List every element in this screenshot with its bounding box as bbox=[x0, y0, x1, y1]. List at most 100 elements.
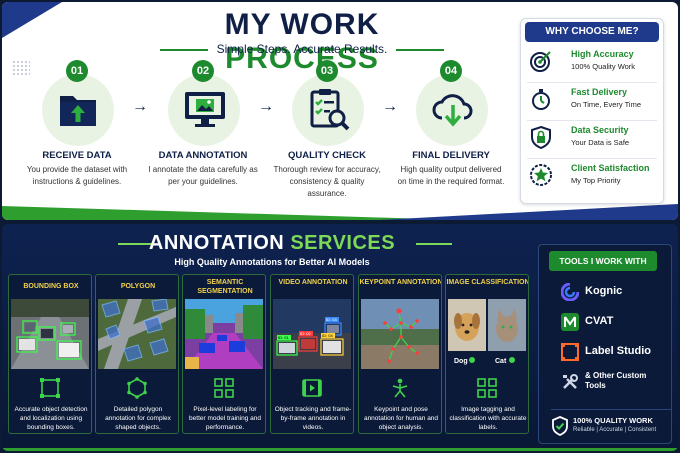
why-item-delivery: Fast Delivery On Time, Every Time bbox=[527, 83, 657, 121]
why-item-desc: 100% Quality Work bbox=[571, 62, 636, 71]
step-description: I annotate the data carefully as per you… bbox=[148, 165, 258, 186]
stopwatch-icon bbox=[532, 89, 550, 110]
arrow-right-icon: → bbox=[132, 98, 148, 115]
step-description: High quality output delivered on time in… bbox=[397, 165, 505, 186]
star-badge-icon bbox=[530, 164, 552, 186]
services-title-part-1: ANNOTATION bbox=[148, 232, 291, 254]
tool-name: Label Studio bbox=[585, 345, 651, 357]
bounding-box-icon bbox=[40, 378, 60, 398]
lock-shield-icon bbox=[531, 125, 551, 149]
dot-pattern bbox=[12, 60, 30, 76]
tool-cvat: CVAT bbox=[561, 311, 671, 333]
tool-other: & Other Custom Tools bbox=[561, 371, 671, 393]
grid-icon bbox=[214, 378, 234, 398]
why-item-desc: Your Data is Safe bbox=[571, 138, 630, 147]
traffic-photo-image bbox=[11, 299, 89, 369]
why-item-title: High Accuracy bbox=[571, 49, 634, 59]
label-studio-logo-icon bbox=[561, 343, 579, 361]
why-item-title: Data Security bbox=[571, 125, 629, 135]
quality-guarantee: 100% QUALITY WORK Reliable | Accurate | … bbox=[551, 409, 671, 439]
runner-pose-image bbox=[361, 299, 439, 369]
why-item-desc: On Time, Every Time bbox=[571, 100, 642, 109]
title-part-2: PROCESS bbox=[225, 42, 379, 75]
why-item-satisfaction: Client Satisfaction My Top Priority bbox=[527, 159, 657, 197]
card-polygon: POLYGON Detailed polygon annotation for … bbox=[95, 274, 179, 434]
tools-heading: TOOLS I WORK WITH bbox=[549, 251, 657, 271]
step-description: You provide the dataset with instruction… bbox=[26, 165, 128, 186]
video-id-label: ID: 01 bbox=[278, 335, 289, 340]
film-play-icon bbox=[302, 379, 322, 397]
tools-box: TOOLS I WORK WITH Kognic CVAT Label Stud… bbox=[538, 244, 672, 444]
card-description: Accurate object detection and localizati… bbox=[14, 406, 88, 431]
cat-label: Cat bbox=[495, 358, 507, 365]
why-item-title: Client Satisfaction bbox=[571, 163, 650, 173]
card-semantic-segmentation: SEMANTIC SEGMENTATION Pixel-level labeli… bbox=[182, 274, 266, 434]
card-keypoint-annotation: KEYPOINT ANNOTATION Keypoint and pose an… bbox=[358, 274, 442, 434]
grid-icon bbox=[477, 378, 497, 398]
hexagon-icon bbox=[127, 377, 147, 399]
step-number: 02 bbox=[192, 60, 214, 82]
stick-figure-icon bbox=[392, 378, 408, 398]
bottom-navy-stripe bbox=[378, 204, 678, 220]
step-receive-data: 01 RECEIVE DATA You provide the dataset … bbox=[22, 60, 132, 210]
arrow-right-icon: → bbox=[258, 98, 274, 115]
dog-label: Dog bbox=[454, 358, 468, 365]
tool-name: Kognic bbox=[585, 285, 623, 297]
step-icon-circle bbox=[292, 74, 364, 146]
step-number: 03 bbox=[316, 60, 338, 82]
video-id-label: ID: 03 bbox=[326, 317, 337, 322]
card-title: POLYGON bbox=[120, 283, 156, 290]
kognic-logo-icon bbox=[561, 283, 579, 301]
corner-decoration bbox=[2, 2, 62, 38]
why-item-title: Fast Delivery bbox=[571, 87, 628, 97]
monitor-image-icon bbox=[185, 92, 225, 127]
why-item-desc: My Top Priority bbox=[571, 176, 621, 185]
services-title-part-2: SERVICES bbox=[290, 232, 396, 254]
bottom-glow-line bbox=[2, 448, 678, 451]
subtitle-divider bbox=[396, 49, 444, 51]
wrench-screwdriver-icon bbox=[563, 374, 578, 389]
why-choose-me-box: WHY CHOOSE ME? High Accuracy 100% Qualit… bbox=[520, 18, 664, 204]
clipboard-check-icon bbox=[310, 89, 350, 131]
services-subtitle: High Quality Annotations for Better AI M… bbox=[174, 257, 370, 267]
shield-check-icon bbox=[552, 416, 568, 436]
step-description: Thorough review for accuracy, consistenc… bbox=[273, 165, 381, 198]
card-description: Detailed polygon annotation for complex … bbox=[105, 406, 171, 431]
why-item-security: Data Security Your Data is Safe bbox=[527, 121, 657, 159]
tool-name: CVAT bbox=[585, 315, 614, 327]
aerial-houses-image bbox=[98, 299, 176, 369]
dog-cat-image: Dog Cat bbox=[448, 299, 526, 369]
cloud-download-icon bbox=[432, 94, 473, 127]
video-frame-image: ID: 01 ID: 02 ID: 04 ID: 03 bbox=[273, 299, 351, 369]
guarantee-desc: Reliable | Accurate | Consistent bbox=[573, 427, 657, 433]
step-number: 04 bbox=[440, 60, 462, 82]
page-title: MY WORK PROCESS bbox=[162, 8, 442, 76]
cvat-logo-icon bbox=[561, 313, 579, 331]
why-item-accuracy: High Accuracy 100% Quality Work bbox=[527, 45, 657, 83]
card-description: Pixel-level labeling for better model tr… bbox=[189, 406, 261, 431]
card-title: IMAGE CLASSIFICATION bbox=[446, 279, 529, 286]
step-title: FINAL DELIVERY bbox=[412, 150, 490, 161]
card-title: BOUNDING BOX bbox=[23, 283, 79, 290]
why-heading: WHY CHOOSE ME? bbox=[525, 22, 659, 42]
step-title: QUALITY CHECK bbox=[288, 150, 366, 161]
folder-upload-icon bbox=[60, 96, 96, 126]
card-title: VIDEO ANNOTATION bbox=[278, 279, 348, 286]
card-description: Keypoint and pose annotation for human a… bbox=[363, 406, 439, 431]
video-id-label: ID: 02 bbox=[300, 331, 311, 336]
subtitle-divider bbox=[160, 49, 208, 51]
work-process-panel: MY WORK PROCESS Simple Steps. Accurate R… bbox=[2, 2, 678, 220]
target-icon bbox=[530, 51, 551, 72]
step-data-annotation: 02 DATA ANNOTATION I annotate the data c… bbox=[148, 60, 258, 210]
card-description: Object tracking and frame-by-frame annot… bbox=[274, 406, 352, 431]
annotation-services-panel: ANNOTATION SERVICES High Quality Annotat… bbox=[2, 224, 678, 451]
segmented-street-image bbox=[185, 299, 263, 369]
title-divider bbox=[118, 243, 154, 245]
step-icon-circle bbox=[42, 74, 114, 146]
title-part-1: MY WORK bbox=[224, 8, 380, 41]
guarantee-title: 100% QUALITY WORK bbox=[573, 416, 653, 425]
step-number: 01 bbox=[66, 60, 88, 82]
step-title: RECEIVE DATA bbox=[42, 150, 112, 161]
video-id-label: ID: 04 bbox=[322, 333, 333, 338]
bottom-green-stripe bbox=[2, 206, 462, 220]
